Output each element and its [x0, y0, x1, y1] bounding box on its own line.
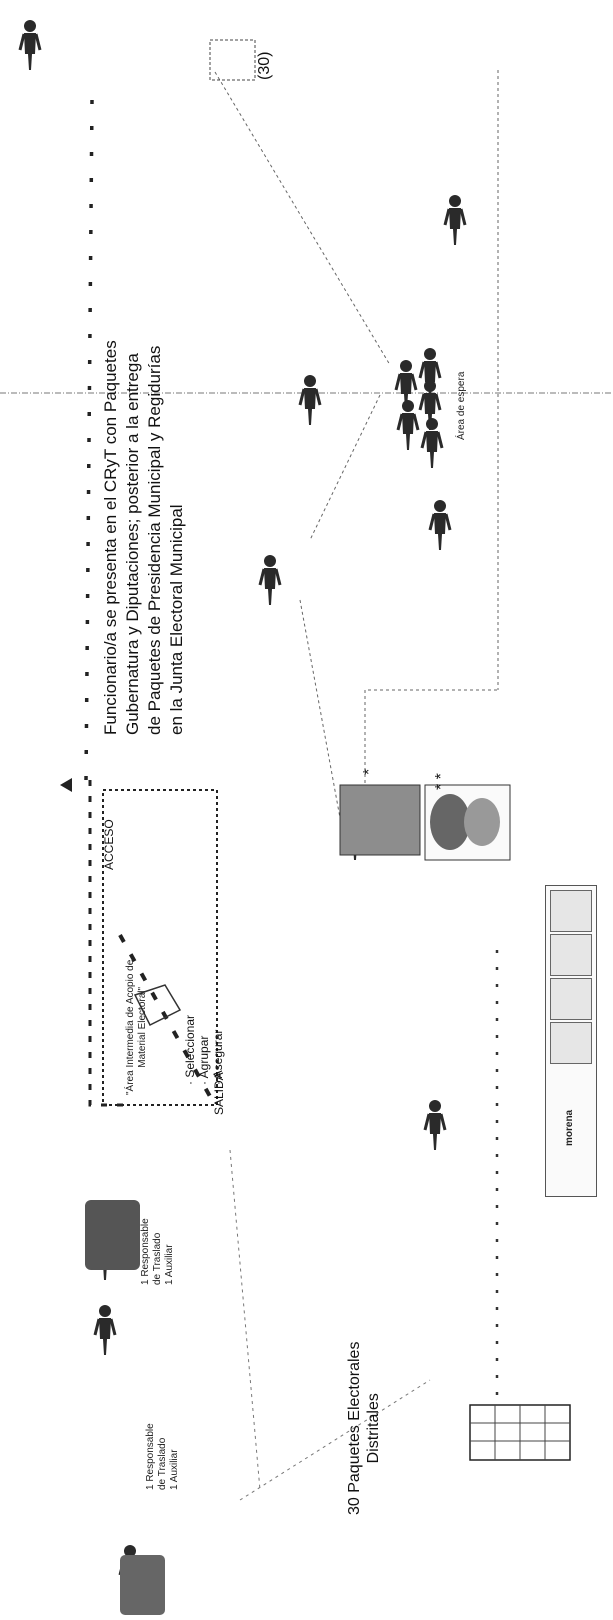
vehicle-icon-1 [85, 1200, 140, 1270]
step-select: · Seleccionar [183, 1015, 197, 1085]
packages-label: 30 Paquetes Electorales Distritales [345, 1342, 383, 1515]
count-label: (30) [255, 52, 274, 80]
intermediate-area-title: "Área Intermedia de Acopio de Material E… [125, 960, 149, 1095]
portrait-right [464, 798, 500, 846]
dotted-line-a [310, 395, 380, 540]
title-line-3: de Paquetes de Presidencia Municipal y R… [144, 340, 166, 735]
person-carrier-2 [95, 1305, 115, 1355]
title-line-1: Funcionario/a se presenta en el CRyT con… [100, 340, 122, 735]
vehicle-icon-2 [120, 1555, 165, 1615]
transfer-label-1: 1 Responsable de Traslado 1 Auxiliar [140, 1218, 176, 1285]
party-logo-morena: morena [564, 1110, 576, 1146]
party-logo-1 [550, 890, 592, 932]
diagram-title: Funcionario/a se presenta en el CRyT con… [100, 340, 188, 735]
party-logo-4 [550, 1022, 592, 1064]
transfer-2-line-2: de Traslado [157, 1423, 169, 1490]
packages-line-1: 30 Paquetes Electorales [345, 1342, 364, 1515]
person-officer-3 [430, 500, 450, 550]
transfer-1-line-1: 1 Responsable [140, 1218, 152, 1285]
dashed-route-main [86, 100, 92, 780]
exit-label: SALIDA [212, 1072, 226, 1115]
party-logo-3 [550, 978, 592, 1020]
waiting-area-label: Área de espera [456, 372, 468, 440]
transfer-1-line-3: 1 Auxiliar [164, 1218, 176, 1285]
asterisk-1: * [360, 769, 379, 775]
transfer-2-line-1: 1 Responsable [145, 1423, 157, 1490]
person-officer-2 [300, 375, 320, 425]
person-officer-1 [445, 195, 465, 245]
party-logo-strip: morena [545, 885, 597, 1197]
title-line-4: en la Junta Electoral Municipal [166, 340, 188, 735]
transfer-2-line-3: 1 Auxiliar [169, 1423, 181, 1490]
person-top-right [20, 20, 40, 70]
dotted-line-top [215, 72, 390, 365]
person-lower [425, 1100, 445, 1150]
intermediate-area-line-2: Material Electoral" [137, 960, 149, 1095]
dotted-line-b [300, 600, 345, 845]
asterisk-2: * * [432, 773, 451, 790]
packages-line-2: Distritales [364, 1342, 383, 1515]
screen-panel [340, 785, 420, 855]
access-label: ACCESO [102, 819, 116, 870]
dotted-line-d [240, 1380, 430, 1500]
person-officer-4 [260, 555, 280, 605]
title-line-2: Gubernatura y Diputaciones; posterior a … [122, 340, 144, 735]
transfer-label-2: 1 Responsable de Traslado 1 Auxiliar [145, 1423, 181, 1490]
dotted-line-c [230, 1150, 260, 1490]
party-logo-2 [550, 934, 592, 976]
arrow-into-area [60, 778, 72, 792]
step-group: · Agrupar [197, 1015, 211, 1085]
transfer-1-line-2: de Traslado [152, 1218, 164, 1285]
intermediate-area-line-1: "Área Intermedia de Acopio de [125, 960, 137, 1095]
